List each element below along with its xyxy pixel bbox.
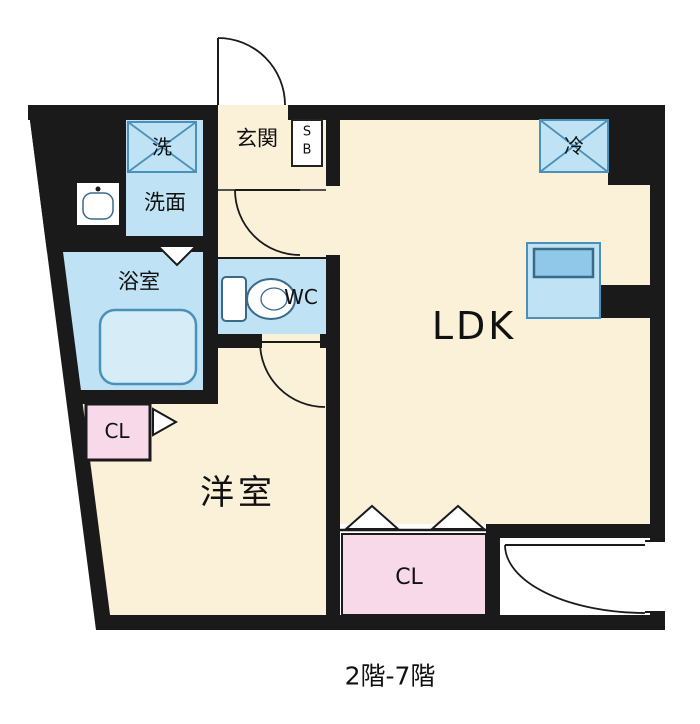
label-ldk: LDK [431,304,517,348]
ldk-floor [340,120,650,524]
fridge-space [539,119,609,173]
closet-left-door-symbol [152,407,179,437]
wall-hall-ldk-lower [326,256,340,348]
genkan-door-arc [234,189,301,256]
wall-top-left [28,105,215,120]
label-western-room: 洋室 [200,473,276,513]
label-washroom: 洗面 [144,190,186,215]
entrance-door-arc [217,37,286,106]
label-shoebox-s: S [302,124,312,140]
closet-folding-door-symbol-2 [429,504,487,530]
label-wc: WC [284,285,318,309]
vanity-faucet [95,186,101,192]
wall-ldk-balcony [486,524,665,538]
label-closet-left: CL [104,419,130,443]
doors [152,37,646,614]
floor-range-caption: 2階-7階 [344,661,436,691]
toilet-icon [221,276,296,322]
closet-left-box [84,402,152,462]
wall-top-right [288,105,665,120]
label-closet-bottom: CL [395,565,423,590]
closet-bottom-box [341,533,487,616]
shoe-box [291,119,323,167]
label-fridge: 冷 [564,134,584,158]
wall-kitchen-side [600,285,650,318]
kitchen-sink [532,247,595,279]
bathroom-door-symbol [155,245,199,267]
bathtub [98,308,198,386]
label-bathroom: 浴室 [118,269,160,294]
wall-left-slanted [28,105,112,630]
label-washer: 洗 [152,135,172,159]
balcony-area [500,538,648,615]
label-shoebox-b: B [302,142,312,158]
wall-corner-top-right [608,105,665,185]
wall-washroom-hall [203,105,218,252]
hall-ldk-opening [326,185,340,256]
wall-hall-bedroom-left [203,334,262,348]
closet-folding-door-symbol-1 [343,504,401,530]
wall-bedroom-ldk [326,348,340,615]
wall-bath-hall [203,252,218,404]
wall-hall-ldk-upper [326,105,340,185]
vanity-basin [82,192,114,220]
balcony-door-arc [504,544,646,614]
wall-right [650,105,665,630]
label-entrance: 玄関 [236,126,278,151]
kitchen-counter [526,242,601,319]
wall-bath-bedroom [75,390,218,404]
walls [28,105,665,630]
wall-bottom [96,615,665,630]
fixtures [75,119,609,616]
wall-closet-balcony [486,538,500,615]
balcony-door-opening [645,541,665,612]
bedroom-door-arc [259,341,326,408]
washer-space [127,121,197,173]
